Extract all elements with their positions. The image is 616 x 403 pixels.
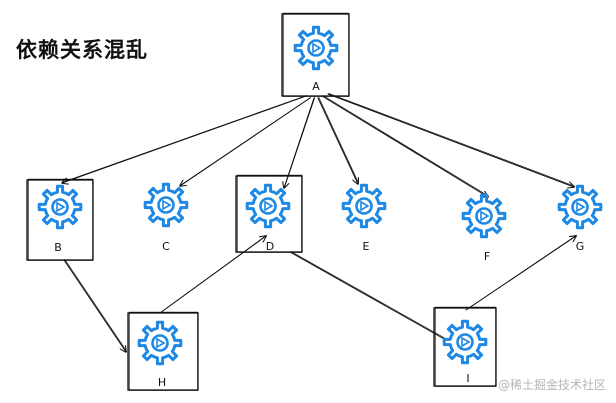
node-label: C	[162, 240, 170, 253]
edge-h-d	[160, 234, 267, 313]
node-box	[434, 306, 497, 387]
node-label: G	[576, 240, 585, 253]
node-label: E	[363, 240, 370, 253]
node-h: H	[127, 311, 199, 391]
gear-icon	[245, 183, 291, 229]
node-label: I	[466, 372, 469, 385]
edge-a-g	[327, 93, 574, 187]
gear-icon	[461, 193, 507, 239]
node-e: E	[341, 183, 387, 253]
gear-icon	[341, 183, 387, 229]
edge-a-c	[180, 97, 312, 186]
node-i: I	[433, 306, 497, 387]
node-label: F	[484, 250, 490, 263]
node-box	[128, 311, 199, 391]
edge-d-i	[290, 251, 447, 340]
edge-i-g	[466, 234, 577, 310]
watermark: @稀土掘金技术社区	[497, 378, 606, 392]
edges-layer	[62, 93, 577, 352]
edge-a-b	[62, 95, 308, 183]
node-a: A	[281, 12, 350, 97]
node-f: F	[461, 193, 507, 263]
edge-a-e	[317, 97, 358, 184]
edge-b-h	[63, 259, 126, 352]
edge-a-f	[321, 95, 488, 197]
gear-icon	[442, 319, 488, 365]
node-box	[27, 178, 94, 261]
edge-a-g	[328, 93, 575, 187]
node-box	[282, 12, 350, 97]
edge-a-d	[284, 97, 315, 188]
gear-icon	[557, 184, 603, 230]
edge-d-i	[289, 251, 447, 341]
node-g: G	[557, 184, 603, 253]
node-label: B	[54, 241, 62, 254]
node-box	[236, 174, 303, 253]
edge-b-h	[64, 259, 127, 352]
node-d: D	[235, 174, 303, 253]
node-b: B	[26, 178, 94, 261]
edge-a-e	[318, 97, 359, 184]
gear-icon	[137, 320, 183, 366]
edge-a-d	[284, 97, 316, 188]
node-c: C	[143, 182, 189, 253]
gear-icon	[37, 184, 83, 230]
diagram-title: 依赖关系混乱	[16, 38, 148, 62]
nodes-layer: A B C D E F G H I	[26, 12, 603, 391]
node-label: H	[158, 376, 166, 389]
gear-icon	[143, 182, 189, 228]
node-label: A	[312, 80, 320, 93]
gear-icon	[293, 25, 339, 71]
edge-a-f	[322, 95, 489, 197]
node-label: D	[266, 240, 274, 253]
